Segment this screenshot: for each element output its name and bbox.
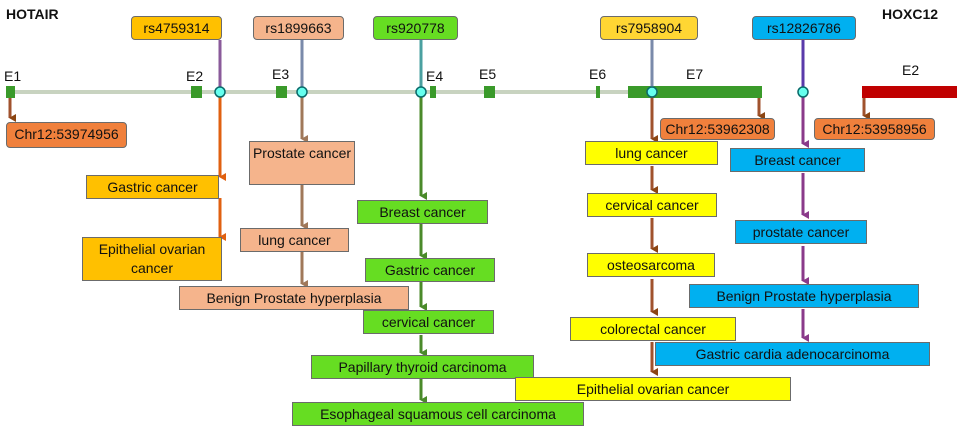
rs12826786-disease-prostate-cancer: prostate cancer [735,220,867,244]
exon-label-e7: E7 [686,66,704,82]
rs12826786-disease-benign-prostate-hyperplasia: Benign Prostate hyperplasia [689,284,919,308]
exon-label-hoxc12-e2: E2 [902,62,920,78]
gene-label-hoxc12: HOXC12 [882,6,939,22]
position-chr12-53974956: Chr12:53974956 [6,122,127,148]
exon-block-e4 [430,86,436,98]
rs12826786-marker [797,86,809,98]
rs7958904-disease-lung-cancer: lung cancer [585,141,718,165]
position-chr12-53958956: Chr12:53958956 [814,118,935,140]
rs12826786-disease-breast-cancer: Breast cancer [730,148,865,172]
rs920778-disease-esophageal-squamous-cell-carcinoma: Esophageal squamous cell carcinoma [292,402,584,426]
exon-label-e2: E2 [186,68,204,84]
exon-block-e5 [484,86,495,98]
rs1899663-disease-prostate-cancer: Prostate cancer [249,141,355,185]
rs920778-marker [415,86,427,98]
exon-label-e4: E4 [426,68,444,84]
hoxc12-exon-e2 [862,86,957,98]
snp-rs7958904: rs7958904 [600,16,698,40]
rs920778-disease-cervical-cancer: cervical cancer [363,310,494,334]
rs12826786-disease-gastric-cardia-adenocarcinoma: Gastric cardia adenocarcinoma [655,342,930,366]
exon-label-e6: E6 [589,66,607,82]
rs1899663-marker [296,86,308,98]
snp-rs1899663: rs1899663 [253,16,344,40]
exon-block-e2 [191,86,202,98]
exon-label-e5: E5 [479,66,497,82]
gene-label-hotair: HOTAIR [6,6,59,22]
exon-label-e3: E3 [272,66,290,82]
snp-rs4759314: rs4759314 [131,16,222,40]
exon-block-e3 [276,86,287,98]
rs920778-disease-breast-cancer: Breast cancer [357,200,488,224]
rs4759314-disease-epithelial-ovarian-cancer: Epithelial ovarian cancer [82,237,222,281]
rs7958904-disease-osteosarcoma: osteosarcoma [587,253,715,277]
exon-label-e1: E1 [4,68,22,84]
position-chr12-53962308: Chr12:53962308 [660,118,775,140]
rs1899663-disease-benign-prostate-hyperplasia: Benign Prostate hyperplasia [179,286,409,310]
rs1899663-disease-lung-cancer: lung cancer [240,228,349,252]
exon-block-e1 [6,86,15,98]
rs7958904-disease-cervical-cancer: cervical cancer [587,193,717,217]
exon-block-e7 [628,86,762,98]
exon-block-e6 [596,86,600,98]
rs4759314-marker [214,86,226,98]
rs920778-disease-gastric-cancer: Gastric cancer [365,258,495,282]
rs7958904-disease-colorectal-cancer: colorectal cancer [570,317,736,341]
snp-rs920778: rs920778 [373,16,458,40]
rs7958904-disease-epithelial-ovarian-cancer: Epithelial ovarian cancer [515,377,791,401]
rs920778-disease-papillary-thyroid-carcinoma: Papillary thyroid carcinoma [311,355,534,379]
rs7958904-marker [646,86,658,98]
snp-rs12826786: rs12826786 [752,16,856,40]
rs4759314-disease-gastric-cancer: Gastric cancer [86,175,219,199]
